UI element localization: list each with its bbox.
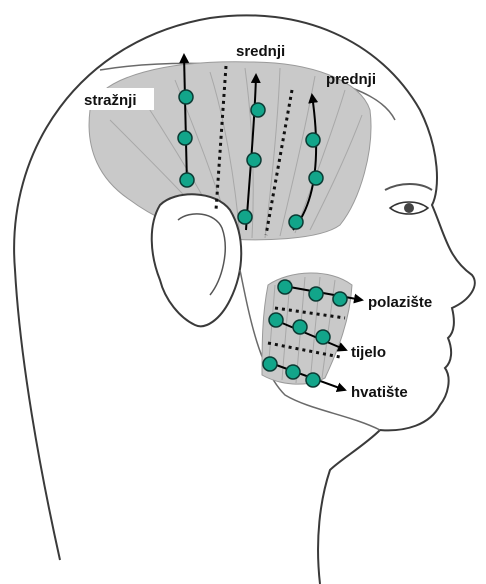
point-insertion-1: [263, 357, 277, 371]
point-origin-3: [333, 292, 347, 306]
point-middle-3: [238, 210, 252, 224]
point-body-2: [293, 320, 307, 334]
point-middle-1: [251, 103, 265, 117]
point-anterior-2: [309, 171, 323, 185]
label-posterior: stražnji: [84, 92, 137, 109]
label-insertion: hvatište: [351, 384, 408, 401]
point-origin-2: [309, 287, 323, 301]
point-middle-2: [247, 153, 261, 167]
point-insertion-2: [286, 365, 300, 379]
eyebrow: [385, 184, 432, 190]
point-posterior-1: [179, 90, 193, 104]
point-origin-1: [278, 280, 292, 294]
point-anterior-1: [306, 133, 320, 147]
label-anterior: prednji: [326, 71, 376, 88]
point-anterior-3: [289, 215, 303, 229]
point-posterior-2: [178, 131, 192, 145]
point-posterior-3: [180, 173, 194, 187]
point-insertion-3: [306, 373, 320, 387]
point-body-1: [269, 313, 283, 327]
label-origin: polazište: [368, 294, 432, 311]
label-body: tijelo: [351, 344, 386, 361]
label-middle: srednji: [236, 43, 285, 60]
point-body-3: [316, 330, 330, 344]
eye-iris: [404, 203, 414, 213]
